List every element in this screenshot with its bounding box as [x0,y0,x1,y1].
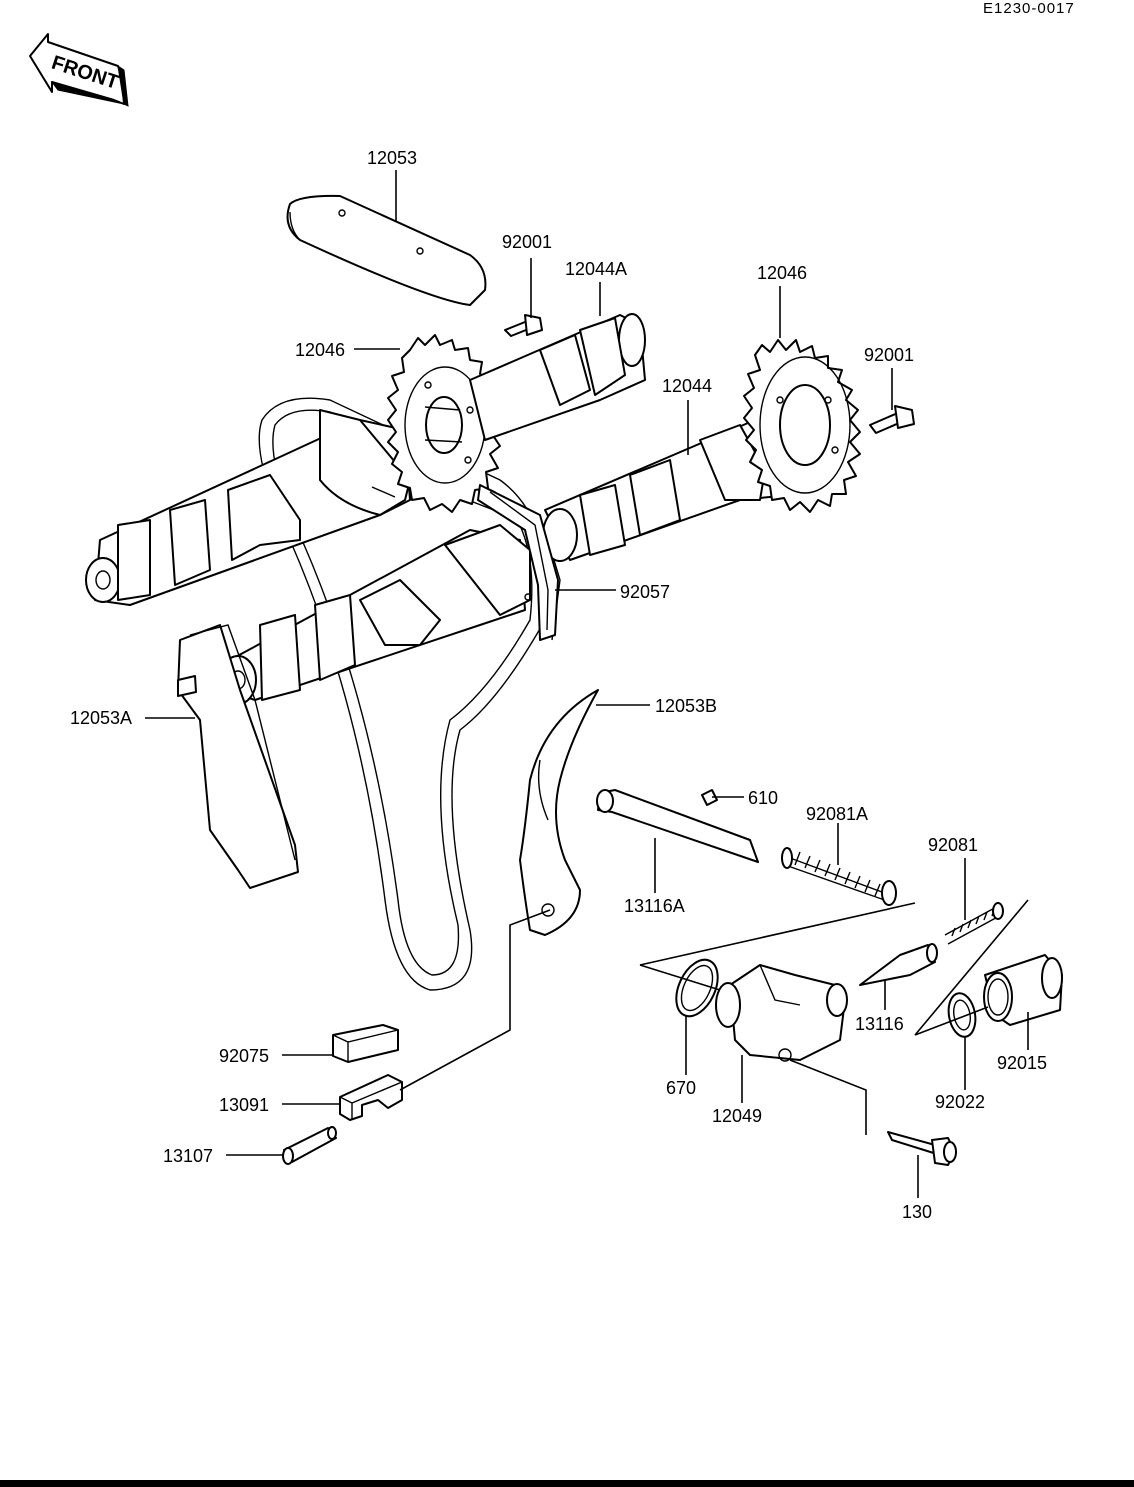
label-bolt-right: 92001 [864,345,914,365]
label-bolt-left: 92001 [502,232,552,252]
label-damper: 92075 [219,1046,269,1066]
label-washer: 92022 [935,1092,985,1112]
label-holder: 13091 [219,1095,269,1115]
label-sprocket-right: 12046 [757,263,807,283]
tensioner-chain-guide [519,689,599,936]
damper [332,1024,399,1063]
diagram-code: E1230-0017 [983,0,1075,17]
camshaft-intake [85,409,411,606]
spring-small [944,902,1004,945]
label-cap: 92015 [997,1053,1047,1073]
bottom-border [0,1480,1134,1487]
label-spring-small: 92081 [928,835,978,855]
assembly-guide-lines [399,899,1029,1135]
tensioner-rod [596,789,759,863]
spring-large [781,847,897,906]
label-upper-chain-guide: 12053 [367,148,417,168]
label-pin: 610 [748,788,778,808]
cap [983,954,1063,1026]
tensioner-body [715,964,848,1062]
label-tensioner-rod: 13116A [624,896,685,916]
label-spring-large: 92081A [806,804,868,824]
camshaft-sprocket-right [743,339,861,513]
label-sprocket-left: 12046 [295,340,345,360]
label-plunger: 13116 [855,1014,904,1034]
leader-lines [145,170,1029,1198]
bolt-left [504,314,543,337]
shaft-pin [282,1126,337,1165]
washer [947,992,977,1038]
label-camshaft-exhaust: 12044 [662,376,712,396]
label-tensioner-body: 12049 [712,1106,762,1126]
rear-chain-guide [177,624,299,889]
plunger [859,943,938,986]
pin [701,789,718,806]
label-camshaft-intake: 12044A [565,259,627,279]
camshaft-intake-upper [469,313,646,441]
label-bottom-bolt: 130 [902,1202,932,1222]
bolt-right [869,405,915,434]
o-ring [675,958,719,1018]
holder [339,1074,403,1121]
bottom-bolt [887,1131,957,1166]
upper-chain-guide [286,194,487,306]
label-cam-chain: 92057 [620,582,670,602]
label-rear-chain-guide: 12053A [70,708,132,728]
part-labels: 12053 92001 12044A 12046 12046 92001 120… [70,148,1047,1222]
front-arrow-icon: FRONT [29,33,129,107]
camshaft-exhaust-upper [542,419,791,562]
label-o-ring: 670 [666,1078,696,1098]
label-shaft-pin: 13107 [163,1146,213,1166]
label-tensioner-guide: 12053B [655,696,717,716]
cam-chain-links [477,484,559,641]
camshaft-exhaust [219,524,532,705]
